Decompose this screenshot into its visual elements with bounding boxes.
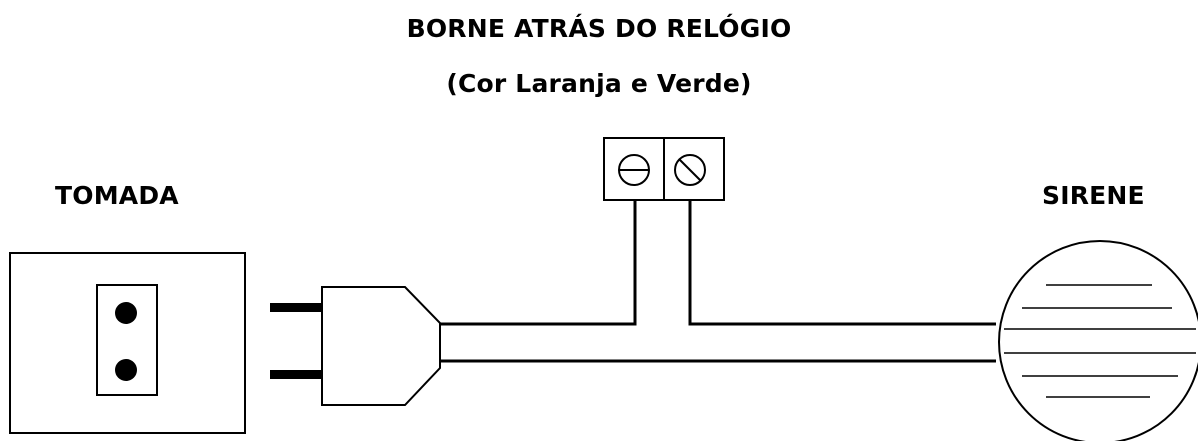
cable-wire-top-right — [688, 200, 996, 326]
plug-body — [321, 286, 441, 406]
outlet — [9, 252, 246, 434]
plug-prong-bottom — [270, 370, 322, 379]
outlet-label: TOMADA — [55, 181, 179, 210]
outlet-hole-bottom — [115, 359, 137, 381]
cable — [440, 200, 996, 363]
terminal-block — [603, 137, 725, 201]
terminal-subtitle: (Cor Laranja e Verde) — [446, 69, 752, 98]
outlet-hole-top — [115, 302, 137, 324]
plug — [270, 286, 441, 406]
screw-right-icon — [674, 154, 706, 186]
screw-left-icon — [618, 154, 650, 186]
cable-wire-top-left — [440, 200, 637, 326]
siren-label: SIRENE — [1042, 181, 1145, 210]
siren-body — [998, 240, 1198, 441]
siren-grille-lines — [1004, 284, 1196, 398]
siren — [998, 240, 1198, 441]
plug-prong-top — [270, 303, 322, 312]
terminal-title: BORNE ATRÁS DO RELÓGIO — [406, 14, 792, 43]
